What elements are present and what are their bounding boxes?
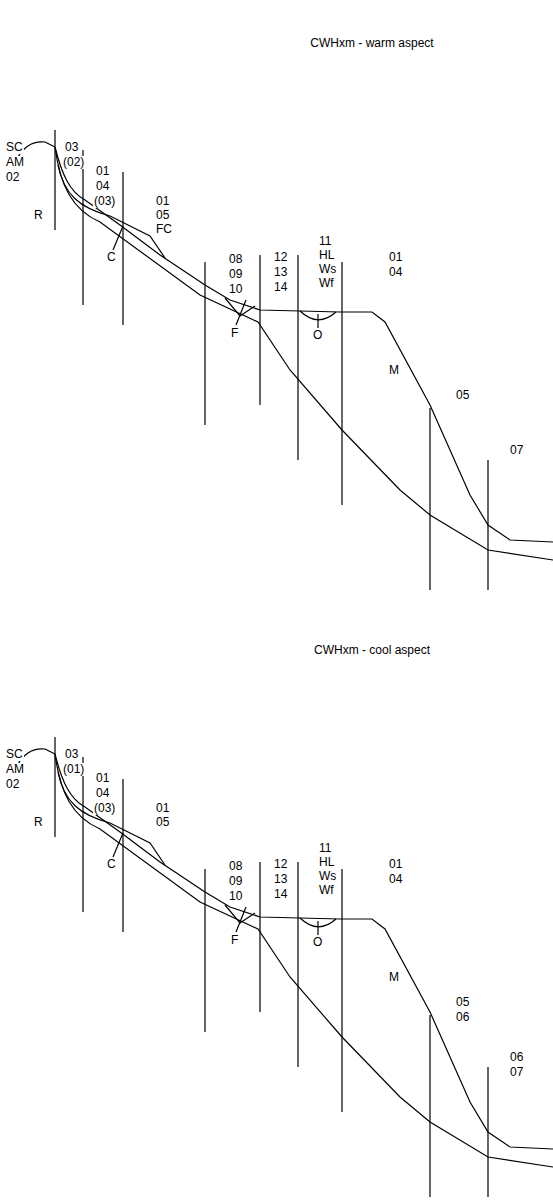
site-series-label: M — [388, 971, 400, 984]
site-series-label: 03 — [64, 748, 79, 761]
site-series-label: 14 — [273, 281, 288, 294]
site-series-label: 01 — [388, 251, 403, 264]
site-series-label: 07 — [509, 1066, 524, 1079]
site-series-label: HL — [318, 856, 335, 869]
site-series-label: 01 — [95, 165, 110, 178]
site-series-label: 13 — [273, 873, 288, 886]
site-series-label: 06 — [509, 1051, 524, 1064]
site-series-label: AM — [5, 763, 25, 776]
site-series-label: 05 — [455, 996, 470, 1009]
site-series-label: 02 — [5, 778, 20, 791]
site-series-label: 06 — [455, 1011, 470, 1024]
site-series-label: 03 — [64, 141, 79, 154]
site-series-label: 10 — [228, 283, 243, 296]
site-series-label: C — [106, 251, 117, 264]
site-series-label: 02 — [5, 171, 20, 184]
site-series-label: R — [33, 816, 44, 829]
site-series-label: 01 — [155, 802, 170, 815]
site-series-label: F — [230, 327, 239, 340]
site-series-label: 12 — [273, 251, 288, 264]
site-series-label: 08 — [228, 860, 243, 873]
site-series-label: (03) — [93, 802, 116, 815]
site-series-label: 11 — [318, 235, 332, 248]
site-series-label: SC — [5, 141, 24, 154]
site-series-label: Ws — [318, 263, 337, 276]
site-series-label: 07 — [509, 444, 524, 457]
site-series-label: 08 — [228, 253, 243, 266]
site-series-label: FC — [155, 223, 173, 236]
site-series-label: 04 — [95, 180, 110, 193]
site-series-label: SC — [5, 748, 24, 761]
cool-slope — [18, 737, 553, 1197]
site-series-label: (02) — [62, 156, 85, 169]
site-series-label: HL — [318, 249, 335, 262]
site-series-label: 05 — [155, 816, 170, 829]
site-series-label: O — [312, 936, 323, 949]
site-series-label: 09 — [228, 875, 243, 888]
site-series-label: 11 — [318, 842, 332, 855]
site-series-label: F — [230, 934, 239, 947]
site-series-label: 13 — [273, 266, 288, 279]
panel-title: CWHxm - cool aspect — [313, 644, 431, 657]
site-series-label: M — [388, 364, 400, 377]
site-series-label: Ws — [318, 870, 337, 883]
site-series-label: Wf — [318, 884, 335, 897]
site-series-label: O — [312, 329, 323, 342]
site-series-label: 09 — [228, 268, 243, 281]
site-series-label: 12 — [273, 858, 288, 871]
site-series-label: (03) — [93, 195, 116, 208]
warm-slope — [18, 130, 553, 590]
site-series-label: 01 — [95, 772, 110, 785]
site-series-label: C — [106, 858, 117, 871]
site-series-label: 04 — [388, 873, 403, 886]
site-series-label: 05 — [155, 209, 170, 222]
site-series-label: R — [33, 209, 44, 222]
site-series-label: (01) — [62, 763, 85, 776]
site-series-label: 14 — [273, 888, 288, 901]
site-series-label: 04 — [95, 787, 110, 800]
site-series-label: AM — [5, 156, 25, 169]
site-series-label: 10 — [228, 890, 243, 903]
site-series-label: 04 — [388, 266, 403, 279]
site-series-label: Wf — [318, 277, 335, 290]
site-series-label: 01 — [388, 858, 403, 871]
site-series-label: 01 — [155, 195, 170, 208]
panel-title: CWHxm - warm aspect — [309, 37, 434, 50]
site-series-label: 05 — [455, 389, 470, 402]
